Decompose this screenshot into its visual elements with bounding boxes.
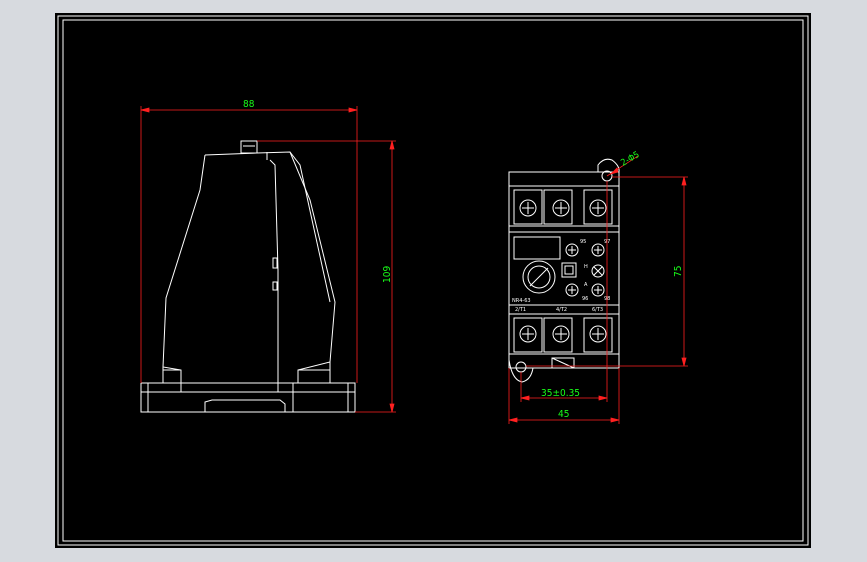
- dim-mount-hole: 2-Φ5: [620, 150, 642, 168]
- dim-width-front: 45: [558, 409, 569, 420]
- label-mode-a: A: [584, 282, 588, 288]
- side-dimensions: [140, 106, 396, 413]
- side-view: [140, 140, 356, 413]
- side-body-outline: [204, 151, 336, 383]
- cad-drawing-sheet: 88 109: [55, 13, 811, 548]
- dim-width-side: 88: [243, 99, 255, 110]
- inner-border: [62, 19, 804, 542]
- label-model: NR4-63: [512, 298, 531, 304]
- outer-border: [57, 15, 809, 546]
- dim-hole-spacing: 35±0.35: [541, 388, 580, 399]
- side-top-knob: [240, 140, 258, 154]
- dim-height-front: 75: [673, 266, 684, 277]
- nameplate: [513, 236, 561, 260]
- label-contact-96: 96: [582, 296, 588, 302]
- mount-hole-bottom: [515, 361, 527, 373]
- label-t2: 4/T2: [556, 307, 567, 313]
- reset-button: [561, 262, 577, 278]
- front-view: [508, 158, 620, 383]
- drawing-canvas: 88 109: [57, 15, 809, 546]
- front-dimensions: [508, 155, 688, 424]
- label-mode-h: H: [584, 264, 588, 270]
- label-t1: 2/T1: [515, 307, 526, 313]
- dim-height-side: 109: [382, 266, 393, 283]
- label-contact-95: 95: [580, 239, 586, 245]
- label-t3: 6/T3: [592, 307, 603, 313]
- current-dial: [522, 260, 556, 294]
